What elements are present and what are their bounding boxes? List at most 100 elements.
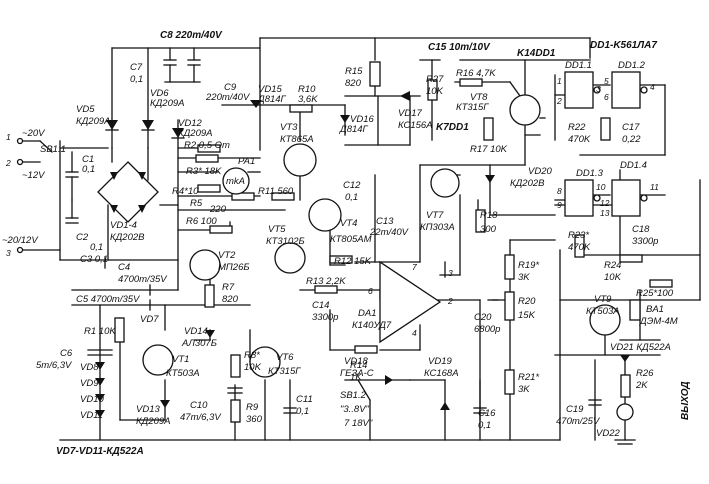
label-c2: C2 xyxy=(76,232,89,243)
label-vt2t: МП26Б xyxy=(218,262,250,273)
label-c17v: 0,22 xyxy=(622,134,641,145)
label-c10: C10 xyxy=(190,400,208,411)
label-r18v: 300 xyxy=(480,224,497,235)
label-c4: C4 xyxy=(118,262,130,273)
label-gate-pin2: 2 xyxy=(556,96,562,106)
terminal-3 xyxy=(16,246,24,254)
label-c10v: 47m/6,3V xyxy=(180,412,222,423)
led-vd14 xyxy=(205,330,215,338)
resistor-r22 xyxy=(600,117,611,141)
label-vd5t: КД209А xyxy=(76,116,110,127)
zener-vd16 xyxy=(340,115,350,123)
transistor-vt3 xyxy=(283,143,317,177)
label-vt4t: КТ805АМ xyxy=(330,234,372,245)
label-da1t: К140УД7 xyxy=(352,320,392,331)
label-ba1: BA1 xyxy=(646,304,664,315)
label-vt7t: КП303А xyxy=(420,222,455,233)
label-vt1t: КТ503А xyxy=(166,368,200,379)
label-vd10: VD10 xyxy=(80,394,104,405)
resistor-r2 xyxy=(197,144,221,153)
label-c12: C12 xyxy=(343,180,361,191)
label-r16: R16 4,7K xyxy=(456,68,496,79)
label-k7: K7DD1 xyxy=(436,122,469,133)
zener-vd15 xyxy=(250,100,262,108)
label-r11: R11 560 xyxy=(258,186,294,197)
label-vt8t: КТ315Г xyxy=(456,102,489,113)
transistor-vt5 xyxy=(274,242,306,274)
label-c14v: 3300p xyxy=(312,312,338,323)
label-c20: C20 xyxy=(474,312,492,323)
label-r9: R9 xyxy=(246,402,259,413)
resistor-r13 xyxy=(314,285,338,294)
resistor-r8 xyxy=(230,354,241,378)
nand-gate-dd1-2 xyxy=(611,71,641,109)
label-opamp-pin4: 4 xyxy=(412,328,417,338)
resistor-r5 xyxy=(231,192,255,201)
label-c7v: 0,1 xyxy=(130,74,143,85)
diode-vd11 xyxy=(95,410,105,418)
label-r7: R7 xyxy=(222,282,235,293)
resistor-r27 xyxy=(427,79,438,101)
diode-vd8 xyxy=(95,362,105,370)
diode-vd12 xyxy=(172,128,184,138)
buzzer-ba1 xyxy=(629,299,641,321)
resistor-r25 xyxy=(649,279,673,288)
resistor-r6 xyxy=(209,225,233,234)
label-dd1-1: DD1.1 xyxy=(565,60,592,71)
label-mka: mkA xyxy=(226,176,245,187)
label-r27v: 10K xyxy=(426,86,444,97)
label-r23: R23* xyxy=(568,230,589,241)
label-vd16t: Д814Г xyxy=(339,124,369,135)
nand-gate-dd1-3 xyxy=(564,179,594,217)
label-gate-pin8: 8 xyxy=(557,186,562,196)
label-r5: R5 xyxy=(190,198,203,209)
label-da1: DA1 xyxy=(358,308,376,319)
label-c17: C17 xyxy=(622,122,640,133)
label-vd12: VD12 xyxy=(178,118,202,129)
label-r20: R20 xyxy=(518,296,536,307)
label-output: ВЫХОД xyxy=(680,381,691,420)
label-c14: C14 xyxy=(312,300,329,311)
resistor-r9 xyxy=(230,399,241,423)
label-r5v: 220 xyxy=(209,204,227,215)
label-sb12b: 7 18V" xyxy=(344,418,373,429)
label-r2: R2 0,5 Om xyxy=(184,140,230,151)
label-r7v: 820 xyxy=(222,294,239,305)
label-gate-pin10: 10 xyxy=(596,182,606,192)
label-c4v: 4700m/35V xyxy=(118,274,168,285)
transistor-vt8 xyxy=(509,94,541,126)
label-gate-pin9: 9 xyxy=(557,200,562,210)
label-r9v: 360 xyxy=(246,414,263,425)
resistor-r23 xyxy=(574,234,585,258)
label-vt9t: КТ503А xyxy=(586,306,620,317)
label-r15v: 820 xyxy=(345,78,362,89)
resistor-r24 xyxy=(619,254,643,263)
label-vt4: VT4 xyxy=(340,218,357,229)
label-bridge: VD1-4 xyxy=(110,220,137,231)
label-c16v: 0,1 xyxy=(478,420,491,431)
label-r1: R1 10K xyxy=(84,326,116,337)
label-r21: R21* xyxy=(518,372,539,383)
resistor-r20 xyxy=(504,291,515,321)
label-vd20: VD20 xyxy=(528,166,552,177)
label-gate-pin11: 11 xyxy=(650,182,659,192)
label-vd12t: КД209А xyxy=(178,128,212,139)
label-c11: C11 xyxy=(296,394,313,405)
label-r13: R13 2,2K xyxy=(306,276,346,287)
label-vd8: VD8 xyxy=(80,362,99,373)
label-vd6: VD6 xyxy=(150,88,169,99)
label-c20v: 6800p xyxy=(474,324,500,335)
label-pa1: PA1 xyxy=(238,156,255,167)
label-vd17t: КС156А xyxy=(398,120,433,131)
label-r27: R27 xyxy=(426,74,444,85)
label-vt7: VT7 xyxy=(426,210,444,221)
diode-vd13 xyxy=(160,400,170,408)
label-c6: C6 xyxy=(60,348,73,359)
label-r10v: 3,6K xyxy=(298,94,318,105)
resistor-r10 xyxy=(289,104,313,113)
label-vd14-led-type: АЛ307Б xyxy=(181,338,217,349)
label-pin1: 1 xyxy=(6,132,11,142)
label-r25: R25*100 xyxy=(636,288,674,299)
label-r6: R6 100 xyxy=(186,216,217,227)
